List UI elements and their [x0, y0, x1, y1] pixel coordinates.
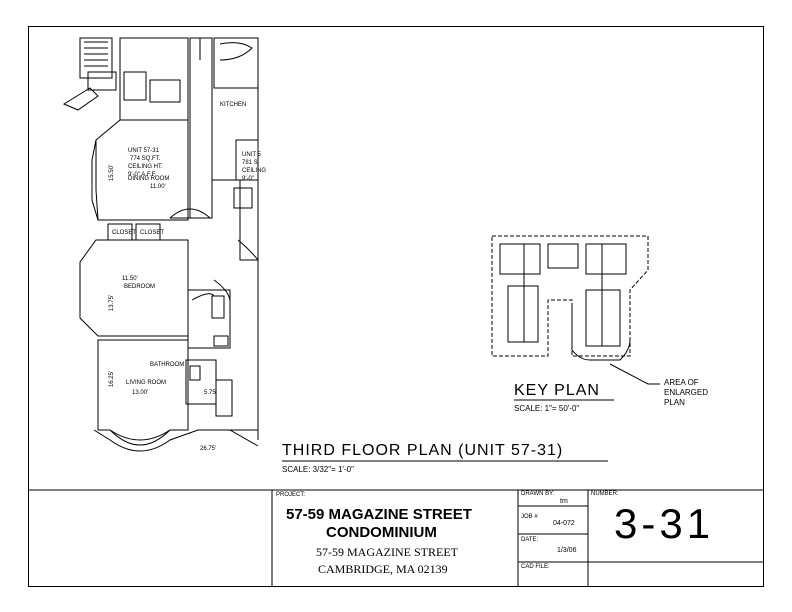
- drawn-by-label: DRAWN BY:: [521, 491, 555, 497]
- sheet-number: 3-31: [614, 500, 715, 547]
- stair-left: [79, 37, 113, 79]
- neighbor-unit-1: UNIT 5: [242, 152, 261, 158]
- dim-bottom: 26.75': [200, 446, 217, 452]
- key-plan-title: KEY PLAN: [514, 382, 600, 399]
- dim-dining: 11.00': [150, 184, 166, 190]
- bathroom-walls: [187, 289, 231, 349]
- neighbor-unit-2: 781 S: [242, 160, 258, 166]
- drawn-by-value: tm: [560, 498, 568, 505]
- cad-file-label: CAD FILE:: [521, 564, 550, 570]
- bathroom-label: BATHROOM: [150, 362, 185, 368]
- closet-label-1: CLOSET: [112, 230, 137, 236]
- address-line2: CAMBRIDGE, MA 02139: [318, 562, 448, 576]
- dining-room-label: DINING ROOM: [128, 176, 170, 182]
- dim-dining-v: 15.50': [109, 164, 116, 182]
- dim-bedroom-v: 13.75': [109, 294, 116, 312]
- unit-label-1: UNIT 57-31: [128, 148, 159, 154]
- main-plan-scale: SCALE: 3/32"= 1'-0": [282, 465, 354, 474]
- job-value: 04-072: [553, 520, 575, 527]
- dim-bath: 5.75': [204, 390, 217, 396]
- closet-label-2: CLOSET: [140, 230, 165, 236]
- main-plan-title: THIRD FLOOR PLAN (UNIT 57-31): [282, 442, 564, 459]
- job-label: JOB #: [521, 514, 538, 520]
- callout-line-1: AREA OF: [664, 378, 699, 387]
- corridor: [189, 37, 213, 219]
- door-swing-1: [169, 208, 211, 219]
- bay-window-top: [62, 87, 99, 111]
- number-label: NUMBER:: [591, 491, 619, 497]
- dim-living-v: 16.25': [109, 370, 116, 388]
- bottom-bay: [93, 429, 259, 452]
- address-line1: 57-59 MAGAZINE STREET: [316, 545, 458, 559]
- title-block-grid: [28, 489, 764, 587]
- kitchen-area: [123, 71, 147, 101]
- dim-living: 13.00': [132, 390, 149, 396]
- unit-label-3: CEILING HT.: [128, 164, 163, 170]
- unit-label-2: 774 SQ.FT.: [130, 156, 161, 162]
- project-label: PROJECT:: [276, 492, 306, 498]
- neighbor-unit-4: 9'-0": [242, 176, 254, 182]
- living-room-label: LIVING ROOM: [126, 380, 167, 386]
- unit-label-4: 9'-0" A.F.F.: [128, 172, 157, 178]
- bedroom-walls: [79, 239, 189, 337]
- neighbor-unit-3: CEILING: [242, 168, 267, 174]
- date-value: 1/3/06: [557, 547, 577, 554]
- dim-bedroom: 11.50': [122, 276, 138, 282]
- project-name-line1: 57-59 MAGAZINE STREET: [286, 506, 472, 523]
- date-label: DATE:: [521, 537, 539, 543]
- callout-line-2: ENLARGED: [664, 388, 709, 397]
- kitchen-label: KITCHEN: [220, 102, 247, 108]
- key-plan-scale: SCALE: 1"= 50'-0": [514, 404, 580, 413]
- title-underlines: [282, 399, 614, 462]
- key-plan-drawing: [491, 235, 660, 385]
- bedroom-label: BEDROOM: [124, 284, 156, 290]
- drawing-sheet-border: [28, 26, 764, 587]
- callout-leader: [609, 363, 660, 385]
- callout-line-3: PLAN: [664, 398, 685, 407]
- project-name-line2: CONDOMINIUM: [326, 524, 437, 541]
- dining-room-walls: [95, 119, 189, 221]
